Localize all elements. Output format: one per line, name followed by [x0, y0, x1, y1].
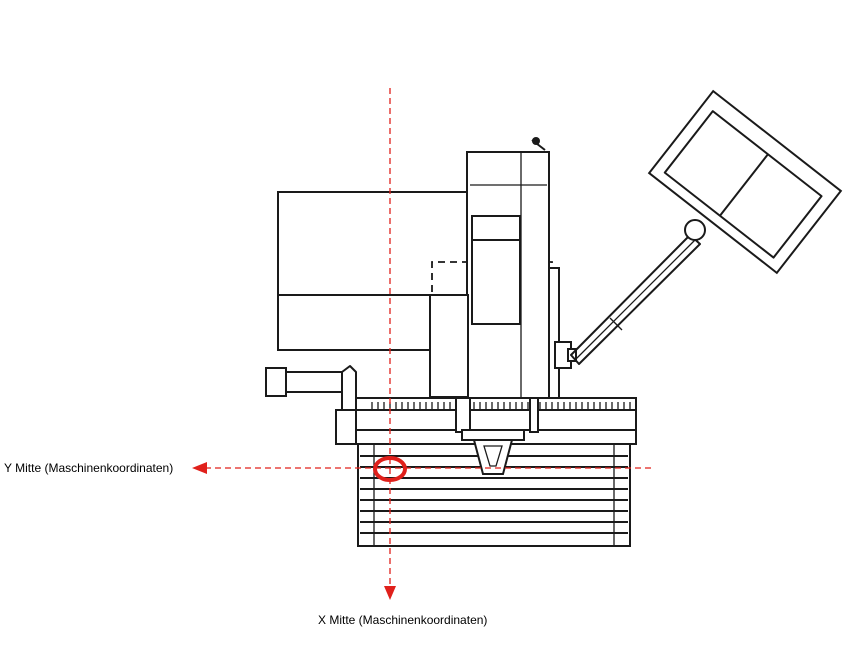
x-axis-arrowhead [384, 586, 396, 600]
x-center-label: X Mitte (Maschinenkoordinaten) [318, 613, 488, 627]
support-arm [570, 219, 706, 365]
crank-handle [265, 365, 367, 445]
control-panel [647, 89, 843, 275]
top-knob [531, 137, 546, 151]
spindle-column [466, 151, 550, 411]
slide-housing [429, 267, 577, 403]
y-axis-arrowhead [192, 462, 207, 474]
tool-holder [461, 429, 525, 475]
origin-marker-icon [373, 456, 407, 482]
y-center-label: Y Mitte (Maschinenkoordinaten) [4, 461, 174, 475]
